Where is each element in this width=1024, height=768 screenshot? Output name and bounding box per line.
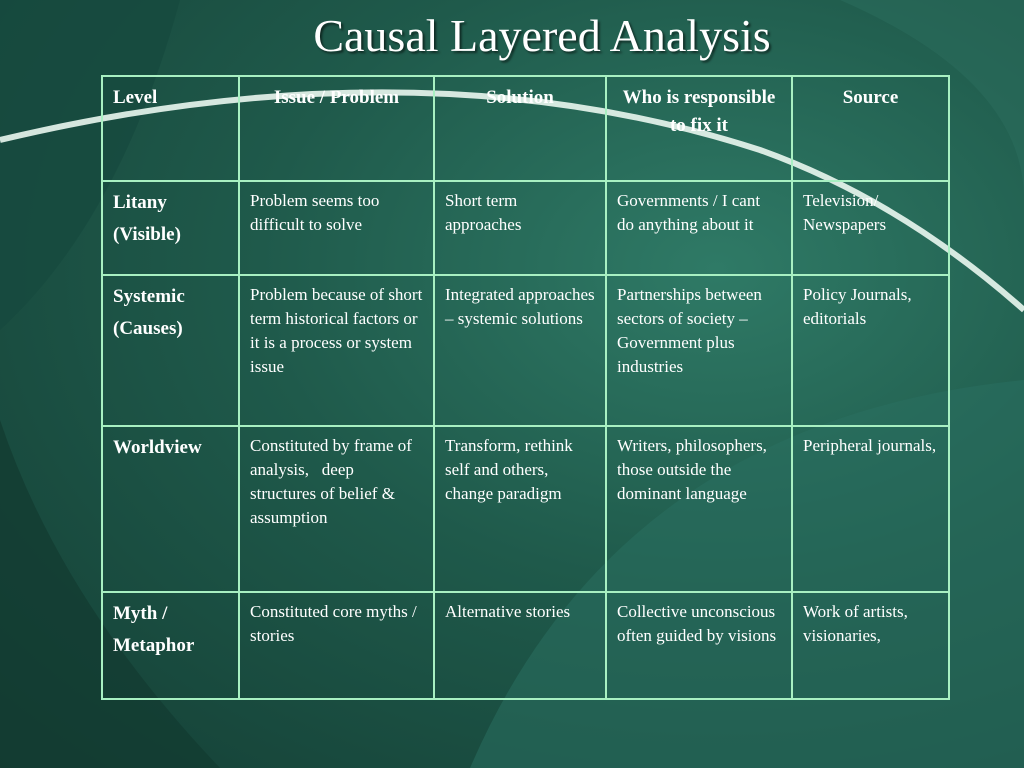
level-label: Worldview [113,437,202,458]
level-label: Myth / [113,603,168,624]
level-label: Systemic [113,286,185,307]
header-issue: Issue / Problem [238,75,435,182]
source-cell: Peripheral journals, [791,425,950,593]
table-row: Systemic (Causes) Problem because of sho… [101,274,950,427]
source-cell: Work of artists, visionaries, [791,591,950,700]
header-source: Source [791,75,950,182]
solution-cell: Alternative stories [433,591,607,700]
issue-cell: Problem seems too difficult to solve [238,180,435,276]
level-sublabel: Metaphor [113,635,195,656]
source-cell: Television/ Newspapers [791,180,950,276]
table-row: Litany (Visible) Problem seems too diffi… [101,180,950,276]
cla-table: Level Issue / Problem Solution Who is re… [101,75,950,700]
responsible-cell: Partnerships between sectors of society … [605,274,793,427]
responsible-cell: Collective unconscious often guided by v… [605,591,793,700]
level-cell: Myth / Metaphor [101,591,240,700]
solution-cell: Transform, rethink self and others, chan… [433,425,607,593]
issue-cell: Problem because of short term historical… [238,274,435,427]
header-level: Level [101,75,240,182]
level-label: Litany [113,192,167,213]
header-solution: Solution [433,75,607,182]
table-row: Myth / Metaphor Constituted core myths /… [101,591,950,700]
table-header-row: Level Issue / Problem Solution Who is re… [101,75,950,182]
level-sublabel: (Causes) [113,318,183,339]
header-responsible: Who is responsible to fix it [605,75,793,182]
table-row: Worldview Constituted by frame of analys… [101,425,950,593]
level-sublabel: (Visible) [113,224,181,245]
issue-cell: Constituted core myths / stories [238,591,435,700]
slide-title: Causal Layered Analysis [313,10,771,61]
solution-cell: Short term approaches [433,180,607,276]
responsible-cell: Governments / I cant do anything about i… [605,180,793,276]
responsible-cell: Writers, philosophers, those outside the… [605,425,793,593]
level-cell: Worldview [101,425,240,593]
solution-cell: Integrated approaches – systemic solutio… [433,274,607,427]
level-cell: Litany (Visible) [101,180,240,276]
issue-cell: Constituted by frame of analysis, deep s… [238,425,435,593]
source-cell: Policy Journals, editorials [791,274,950,427]
level-cell: Systemic (Causes) [101,274,240,427]
